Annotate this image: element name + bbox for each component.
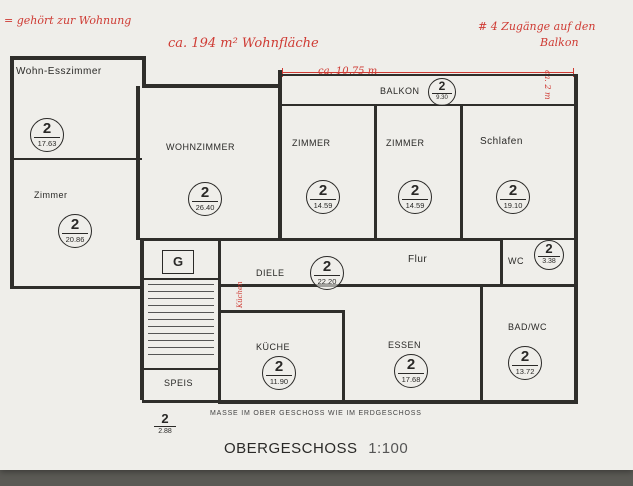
label-wc: WC	[508, 256, 524, 266]
dimension-line	[282, 72, 574, 73]
note-living-area: ca. 194 m² Wohnfläche	[168, 36, 319, 51]
wall-room2-right	[460, 106, 463, 238]
dimension-tick-left	[282, 68, 283, 77]
note-balcony-length: ca. 10,75 m	[318, 66, 377, 77]
wall-balcony-left	[278, 70, 282, 88]
wall-speis-top	[144, 368, 218, 370]
wall-corridor-bottom	[218, 284, 574, 287]
label-bad-wc: BAD/WC	[508, 322, 547, 332]
wall-left	[10, 56, 14, 288]
wall-right	[574, 74, 578, 404]
wall-left-lower	[10, 286, 144, 289]
note-measurements: MASSE IM OBER GESCHOSS WIE IM ERDGESCHOS…	[210, 410, 422, 417]
balcony-inner-line	[282, 104, 574, 106]
label-wohnzimmer: WOHNZIMMER	[166, 142, 235, 152]
label-wohn-esszimmer: Wohn-Esszimmer	[16, 66, 102, 77]
label-essen: ESSEN	[388, 340, 422, 350]
label-g: G	[162, 250, 194, 274]
note-balcony-access-2: Balkon	[540, 36, 579, 49]
label-zimmer-1: ZIMMER	[292, 138, 331, 148]
wall-wc-top	[500, 238, 574, 240]
wall-zimmer-right	[136, 86, 140, 240]
label-speis: SPEIS	[164, 378, 194, 388]
wall-kitchen-right	[342, 310, 345, 402]
wall-kitchen-top	[218, 310, 344, 313]
label-zimmer-left: Zimmer	[34, 190, 68, 200]
label-flur: Flur	[408, 254, 428, 265]
wall-rooms-bottom	[140, 238, 502, 241]
label-schlafen: Schlafen	[480, 136, 523, 147]
note-belongs-to-apartment: = gehört zur Wohnung	[4, 14, 132, 27]
wall-wc-left	[500, 238, 503, 286]
label-zimmer-2: ZIMMER	[386, 138, 425, 148]
wall-bottom-left	[142, 400, 218, 403]
wall-left-inner	[140, 240, 144, 400]
wall-wohn-ess-bottom	[14, 158, 142, 160]
note-balcony-access-1: # 4 Zugänge auf den	[478, 20, 596, 33]
label-kueche: KÜCHE	[256, 342, 291, 352]
label-balkon: BALKON	[380, 86, 420, 96]
wall-bottom	[218, 400, 578, 404]
wall-g-bottom	[144, 278, 218, 280]
label-diele: DIELE	[256, 268, 285, 278]
wall-essen-right	[480, 286, 483, 402]
wall-top-left	[10, 56, 142, 60]
dimension-tick-right	[573, 68, 574, 77]
plan-title: OBERGESCHOSS 1:100	[224, 440, 409, 457]
staircase	[148, 284, 214, 361]
note-diele-vertical: Küchen	[236, 281, 244, 308]
wall-balcony-top	[282, 74, 574, 76]
wall-left-step	[142, 56, 146, 86]
wall-room1-right	[374, 106, 377, 238]
wall-top-living	[142, 84, 280, 88]
floor-plan-sheet: = gehört zur Wohnung ca. 194 m² Wohnfläc…	[0, 0, 633, 470]
wall-living-right	[278, 86, 282, 240]
wall-stair-right	[218, 240, 221, 404]
